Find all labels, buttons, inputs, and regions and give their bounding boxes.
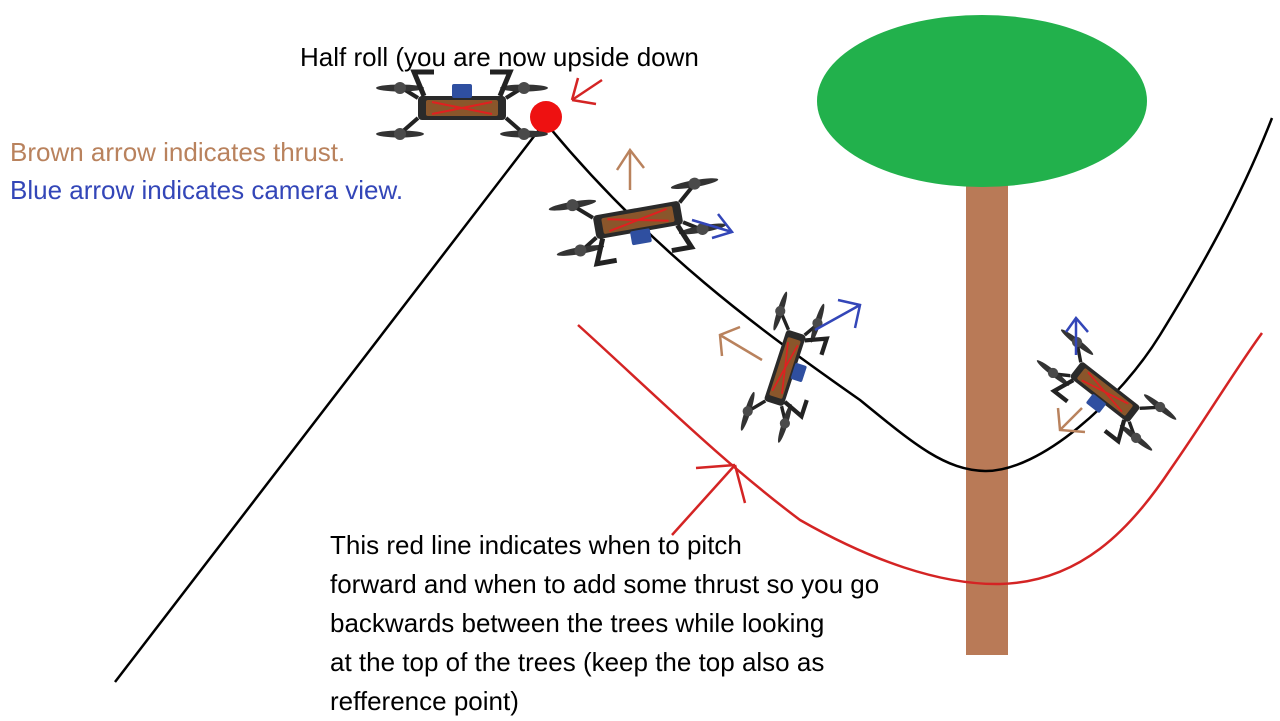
- red-line-note-line: This red line indicates when to pitch: [330, 530, 742, 560]
- red-line-note-line: forward and when to add some thrust so y…: [330, 569, 880, 599]
- red-arrow-icon: [570, 77, 603, 106]
- red-line-note-line: at the top of the trees (keep the top al…: [330, 647, 825, 677]
- tree-canopy: [817, 15, 1147, 187]
- half-roll-dot-icon: [530, 101, 562, 133]
- camera-arrow-icon: [1064, 315, 1089, 355]
- drone-icon: [1029, 326, 1180, 462]
- drone-icon: [376, 72, 548, 140]
- camera-arrow-icon: [691, 213, 735, 240]
- flight-path-line: [114, 117, 1274, 683]
- red-timing-line: [577, 324, 1264, 586]
- half-roll-label: Half roll (you are now upside down: [300, 42, 699, 72]
- camera-legend-label: Blue arrow indicates camera view.: [10, 175, 404, 205]
- red-line-note-line: refference point): [330, 686, 519, 716]
- drone-icon: [737, 290, 837, 447]
- thrust-arrow-icon: [1056, 407, 1086, 434]
- thrust-legend-label: Brown arrow indicates thrust.: [10, 137, 346, 167]
- thrust-arrow-icon: [615, 147, 645, 190]
- camera-arrow-icon: [814, 298, 862, 332]
- thrust-arrow-icon: [718, 325, 763, 362]
- red-arrow-icon: [671, 463, 747, 536]
- red-line-note: This red line indicates when to pitch fo…: [330, 526, 879, 721]
- red-line-note-line: backwards between the trees while lookin…: [330, 608, 825, 638]
- tree-icon: [817, 15, 1147, 655]
- tree-trunk: [966, 175, 1008, 655]
